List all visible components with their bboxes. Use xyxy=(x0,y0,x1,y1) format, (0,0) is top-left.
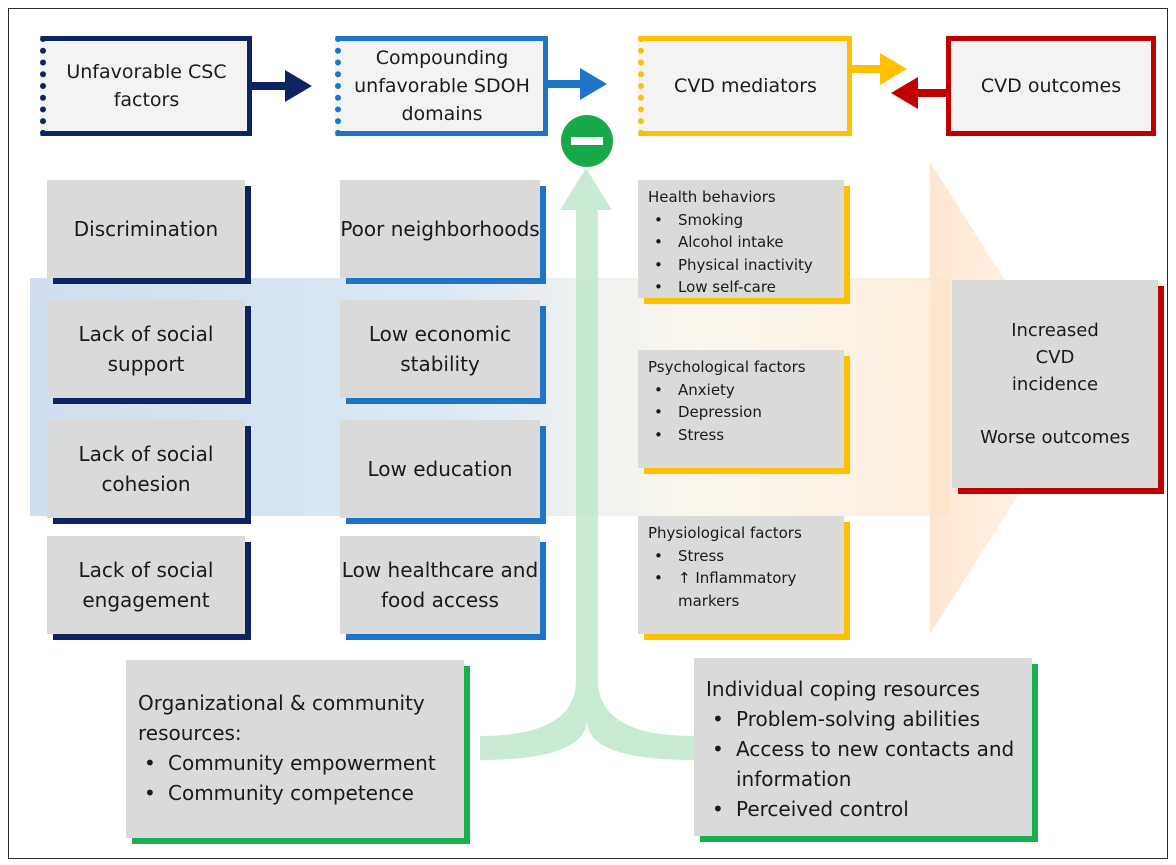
header-csc: Unfavorable CSC factors xyxy=(40,36,252,136)
resource-item: Access to new contacts and information xyxy=(706,734,1020,794)
resource-item: Community competence xyxy=(138,778,438,808)
outcome-worse: Worse outcomes xyxy=(980,427,1130,448)
mediator-item: Stress xyxy=(648,424,806,447)
sdoh-domain-label: Low healthcare and food access xyxy=(341,558,539,612)
mediator-item: Low self-care xyxy=(648,276,813,299)
header-mediators: CVD mediators xyxy=(638,36,852,136)
mediator-item: Smoking xyxy=(648,209,813,232)
csc-factor-box: Lack of social support xyxy=(47,300,245,398)
arrow-csc-to-sdoh xyxy=(252,70,312,102)
header-sdoh-label: Compounding unfavorable SDOH domains xyxy=(354,47,530,125)
header-mediators-label: CVD mediators xyxy=(674,75,817,97)
csc-factor-label: Lack of social engagement xyxy=(78,558,214,612)
sdoh-domain-box: Low economic stability xyxy=(340,300,540,398)
resource-item: Problem-solving abilities xyxy=(706,704,1020,734)
mediator-health-behaviors: Health behaviors Smoking Alcohol intake … xyxy=(638,180,844,298)
arrow-sdoh-to-mediators xyxy=(548,68,607,100)
mediator-title: Psychological factors xyxy=(648,358,806,376)
diagram-frame xyxy=(8,8,1168,859)
mediator-item: ↑ Inflammatory markers xyxy=(648,567,834,612)
outcome-box: Increased CVD incidence Worse outcomes xyxy=(952,280,1158,488)
sdoh-domain-box: Low healthcare and food access xyxy=(340,536,540,634)
individual-resources: Individual coping resources Problem-solv… xyxy=(694,658,1032,836)
csc-factor-label: Lack of social support xyxy=(78,322,214,376)
mediator-title: Health behaviors xyxy=(648,188,776,206)
mediator-item: Anxiety xyxy=(648,379,806,402)
csc-factor-box: Discrimination xyxy=(47,180,245,278)
mediator-item: Stress xyxy=(648,545,834,568)
resources-title: Organizational & community resources: xyxy=(138,691,425,745)
csc-factor-label: Lack of social cohesion xyxy=(78,442,214,496)
csc-factor-box: Lack of social engagement xyxy=(47,536,245,634)
arrow-mediators-to-outcomes xyxy=(852,53,907,85)
sdoh-domain-label: Poor neighborhoods xyxy=(340,217,540,241)
mediator-item: Depression xyxy=(648,401,806,424)
outcome-incidence: Increased CVD incidence xyxy=(1011,320,1099,395)
sdoh-domain-label: Low economic stability xyxy=(368,322,512,376)
organizational-resources: Organizational & community resources: Co… xyxy=(126,660,464,838)
resource-item: Perceived control xyxy=(706,794,1020,824)
resource-arrow xyxy=(480,168,694,760)
sdoh-domain-box: Poor neighborhoods xyxy=(340,180,540,278)
header-sdoh: Compounding unfavorable SDOH domains xyxy=(335,36,548,136)
csc-factor-label: Discrimination xyxy=(73,217,219,241)
csc-factor-box: Lack of social cohesion xyxy=(47,420,245,518)
sdoh-domain-box: Low education xyxy=(340,420,540,518)
header-csc-label: Unfavorable CSC factors xyxy=(66,61,227,111)
mediator-title: Physiological factors xyxy=(648,524,802,542)
resources-title: Individual coping resources xyxy=(706,677,980,701)
inhibit-icon xyxy=(561,115,613,167)
header-outcomes-label: CVD outcomes xyxy=(980,75,1122,97)
arrow-outcomes-to-mediators xyxy=(891,77,946,109)
header-outcomes: CVD outcomes xyxy=(946,36,1156,136)
resource-item: Community empowerment xyxy=(138,748,438,778)
sdoh-domain-label: Low education xyxy=(367,457,513,481)
mediator-physiological: Physiological factors Stress ↑ Inflammat… xyxy=(638,516,844,634)
mediator-psychological: Psychological factors Anxiety Depression… xyxy=(638,350,844,468)
mediator-item: Alcohol intake xyxy=(648,231,813,254)
mediator-item: Physical inactivity xyxy=(648,254,813,277)
